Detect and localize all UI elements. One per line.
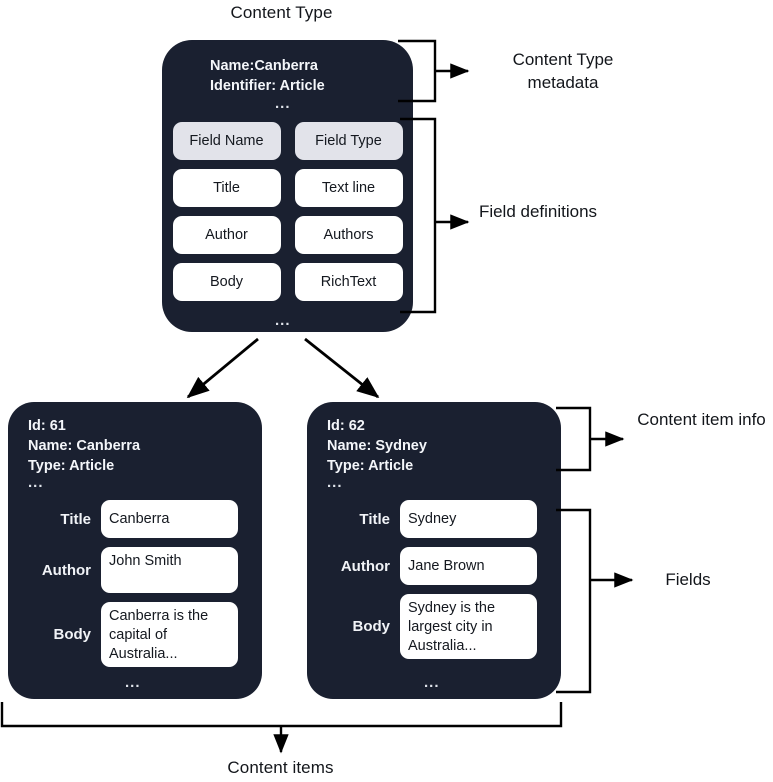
annotation-content-type-metadata: Content Type metadata — [512, 50, 614, 92]
item-info-ellipsis: ... — [327, 474, 343, 491]
content-item-fields: Title Canberra Author John Smith Body Ca… — [8, 500, 262, 676]
field-type-cell: RichText — [294, 263, 403, 301]
bracket-fields — [556, 508, 592, 694]
item-info-ellipsis: ... — [28, 474, 44, 491]
field-row: Author John Smith — [8, 547, 262, 593]
content-type-metadata: Name:Canberra Identifier: Article — [210, 58, 325, 94]
field-row: Body Canberra is the capital of Australi… — [8, 602, 262, 667]
bracket-content-item-info — [556, 406, 592, 472]
field-type-cell: Authors — [294, 216, 403, 254]
annotation-content-item-info: Content item info — [637, 410, 766, 429]
field-type-cell: Text line — [294, 169, 403, 207]
field-value-author: Jane Brown — [400, 547, 537, 585]
field-label-body: Body — [352, 618, 391, 635]
content-item-card-sydney: Id: 62 Name: Sydney Type: Article ... Ti… — [307, 402, 561, 699]
field-value-title: Canberra — [101, 500, 238, 538]
arrow-to-item-canberra — [186, 337, 259, 399]
field-row: Title Canberra — [8, 500, 262, 538]
content-item-fields: Title Sydney Author Jane Brown Body Sydn… — [307, 500, 561, 668]
field-name-cell: Title — [172, 169, 281, 207]
column-header-field-name: Field Name — [172, 122, 281, 160]
field-row: Title Sydney — [307, 500, 561, 538]
table-row: Author Authors — [162, 216, 413, 254]
item-fields-ellipsis: ... — [424, 674, 440, 691]
content-item-card-canberra: Id: 61 Name: Canberra Type: Article ... … — [8, 402, 262, 699]
content-items-title: Content items — [227, 758, 334, 777]
page-title: Content Type — [0, 3, 773, 23]
field-value-title: Sydney — [400, 500, 537, 538]
field-value-body: Sydney is the largest city in Australia.… — [400, 594, 537, 659]
field-name-cell: Body — [172, 263, 281, 301]
content-item-info: Id: 62 Name: Sydney Type: Article — [327, 418, 427, 474]
item-fields-ellipsis: ... — [125, 674, 141, 691]
table-header-row: Field Name Field Type — [162, 122, 413, 160]
field-definitions-table: Field Name Field Type Title Text line Au… — [162, 122, 413, 310]
table-row: Body RichText — [162, 263, 413, 301]
annotation-fields: Fields — [665, 570, 711, 589]
content-item-info: Id: 61 Name: Canberra Type: Article — [28, 418, 141, 474]
metadata-ellipsis: ... — [275, 95, 291, 112]
field-name-cell: Author — [172, 216, 281, 254]
field-label-title: Title — [359, 510, 390, 528]
field-label-author: Author — [340, 557, 390, 575]
field-label-title: Title — [60, 510, 91, 528]
content-type-card: Name:Canberra Identifier: Article ... Fi… — [162, 40, 413, 332]
table-row: Title Text line — [162, 169, 413, 207]
column-header-field-type: Field Type — [294, 122, 403, 160]
field-label-author: Author — [41, 561, 91, 579]
field-row: Body Sydney is the largest city in Austr… — [307, 594, 561, 659]
field-definitions-ellipsis: ... — [275, 312, 291, 329]
bracket-content-items — [0, 702, 563, 728]
field-row: Author Jane Brown — [307, 547, 561, 585]
field-label-body: Body — [53, 626, 92, 643]
field-value-author: John Smith — [101, 547, 238, 593]
content-type-title-text: Content Type — [230, 3, 333, 22]
annotation-field-definitions: Field definitions — [478, 202, 598, 221]
field-value-body: Canberra is the capital of Australia... — [101, 602, 238, 667]
arrow-to-item-sydney — [304, 337, 380, 399]
